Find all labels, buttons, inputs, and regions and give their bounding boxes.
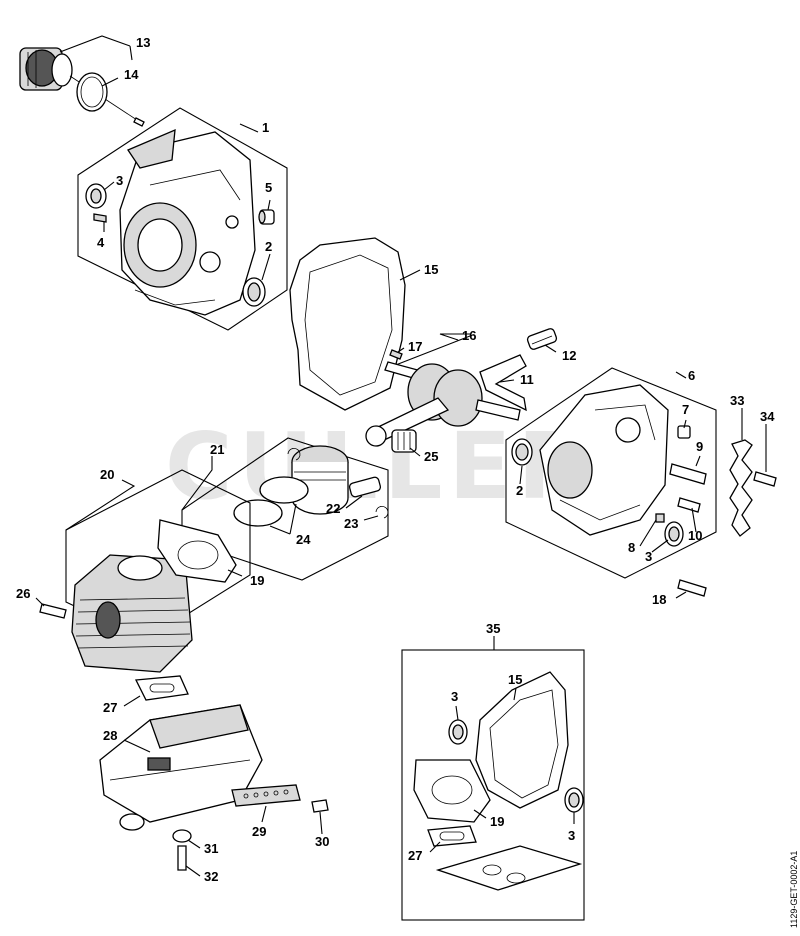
bumper-spike-part-33 bbox=[729, 439, 753, 537]
callout-4: 4 bbox=[97, 235, 105, 250]
callout-15b: 15 bbox=[508, 672, 522, 687]
screw-part-9 bbox=[669, 463, 707, 485]
key-part-17 bbox=[389, 349, 403, 360]
circlip-top bbox=[287, 448, 301, 461]
callout-1: 1 bbox=[262, 120, 269, 135]
callout-5: 5 bbox=[265, 180, 272, 195]
callout-27a: 27 bbox=[103, 700, 117, 715]
pin-part-4 bbox=[93, 213, 107, 223]
bearing-part-2b bbox=[511, 438, 533, 466]
piston-ring-part-24 bbox=[233, 476, 309, 527]
gasket-part-15a bbox=[289, 237, 406, 411]
washer-part-31 bbox=[172, 829, 192, 843]
callout-28: 28 bbox=[103, 728, 117, 743]
oil-pump-part-13 bbox=[19, 47, 145, 127]
screw-part-32 bbox=[177, 845, 187, 871]
screw-part-30 bbox=[311, 799, 329, 813]
callout-3a: 3 bbox=[116, 173, 123, 188]
callout-26: 26 bbox=[16, 586, 30, 601]
pin-part-8 bbox=[655, 513, 665, 523]
callout-27b: 27 bbox=[408, 848, 422, 863]
callout-22: 22 bbox=[326, 501, 340, 516]
leader-lines bbox=[35, 35, 767, 877]
callout-13: 13 bbox=[136, 35, 150, 50]
callout-3c: 3 bbox=[451, 689, 458, 704]
muffler-gasket-part-27a bbox=[134, 675, 189, 701]
callout-2a: 2 bbox=[265, 239, 272, 254]
seal-part-3c bbox=[448, 719, 468, 745]
screw-part-34 bbox=[753, 471, 777, 487]
callout-11: 11 bbox=[520, 372, 534, 387]
callout-7: 7 bbox=[682, 402, 689, 417]
callout-31: 31 bbox=[204, 841, 218, 856]
callout-10: 10 bbox=[688, 528, 702, 543]
piston-pin-part-22 bbox=[348, 476, 382, 498]
crankcase-half-part-1 bbox=[119, 128, 256, 316]
callout-34: 34 bbox=[760, 409, 775, 424]
document-code: 1129-GET-0002-A1 bbox=[789, 851, 799, 928]
sleeve-part-5 bbox=[258, 209, 275, 225]
screw-part-10 bbox=[677, 497, 701, 513]
callout-17: 17 bbox=[408, 339, 422, 354]
callout-12: 12 bbox=[562, 348, 576, 363]
needle-cage-part-25 bbox=[391, 429, 417, 453]
circlip-part-23 bbox=[375, 506, 389, 519]
callout-18: 18 bbox=[652, 592, 666, 607]
crankcase-group-frame-1 bbox=[77, 107, 288, 331]
valve-part-12 bbox=[526, 328, 558, 350]
seal-part-3b bbox=[664, 521, 684, 547]
screw-part-26 bbox=[39, 603, 67, 619]
callout-labels: 13 14 1 3 4 5 2 15 16 17 12 11 6 7 9 10 … bbox=[16, 35, 775, 884]
gasket-sheet bbox=[435, 845, 583, 891]
callout-24: 24 bbox=[296, 532, 311, 547]
o-ring-part-14 bbox=[76, 72, 108, 112]
screw-part-18 bbox=[677, 579, 707, 597]
callout-29: 29 bbox=[252, 824, 266, 839]
callout-23: 23 bbox=[344, 516, 358, 531]
callout-3b: 3 bbox=[645, 549, 652, 564]
callout-14: 14 bbox=[124, 67, 139, 82]
crankcase-group-frame-6 bbox=[505, 367, 717, 579]
callout-21: 21 bbox=[210, 442, 224, 457]
callout-30: 30 bbox=[315, 834, 329, 849]
cylinder-part-20 bbox=[71, 554, 193, 673]
muffler-part-28 bbox=[99, 704, 263, 831]
callout-32: 32 bbox=[204, 869, 218, 884]
callout-20: 20 bbox=[100, 467, 114, 482]
seal-part-3d bbox=[564, 787, 584, 813]
callout-25: 25 bbox=[424, 449, 438, 464]
muffler-gasket-part-27b bbox=[427, 825, 477, 847]
oil-hose-part-11 bbox=[479, 354, 527, 412]
cylinder-gasket-part-19a bbox=[157, 519, 237, 583]
callout-15a: 15 bbox=[424, 262, 438, 277]
callout-35: 35 bbox=[486, 621, 500, 636]
callout-19b: 19 bbox=[490, 814, 504, 829]
callout-2b: 2 bbox=[516, 483, 523, 498]
callout-8: 8 bbox=[628, 540, 635, 555]
crankcase-half-part-6 bbox=[539, 384, 669, 536]
cylinder-group-frame-20 bbox=[65, 469, 251, 641]
seal-part-3a bbox=[85, 183, 107, 209]
callout-19a: 19 bbox=[250, 573, 264, 588]
cylinder-gasket-part-19b bbox=[413, 759, 491, 823]
callout-6: 6 bbox=[688, 368, 695, 383]
bearing-part-2a bbox=[242, 277, 266, 307]
callout-33: 33 bbox=[730, 393, 744, 408]
gasket-set-frame-35 bbox=[401, 649, 585, 921]
spark-arrestor-part-29 bbox=[231, 784, 301, 807]
gasket-part-15b bbox=[475, 671, 569, 809]
piston-part-21 bbox=[291, 445, 349, 515]
crankshaft-part-16 bbox=[365, 361, 521, 447]
callout-9: 9 bbox=[696, 439, 703, 454]
callout-16: 16 bbox=[462, 328, 476, 343]
callout-3d: 3 bbox=[568, 828, 575, 843]
